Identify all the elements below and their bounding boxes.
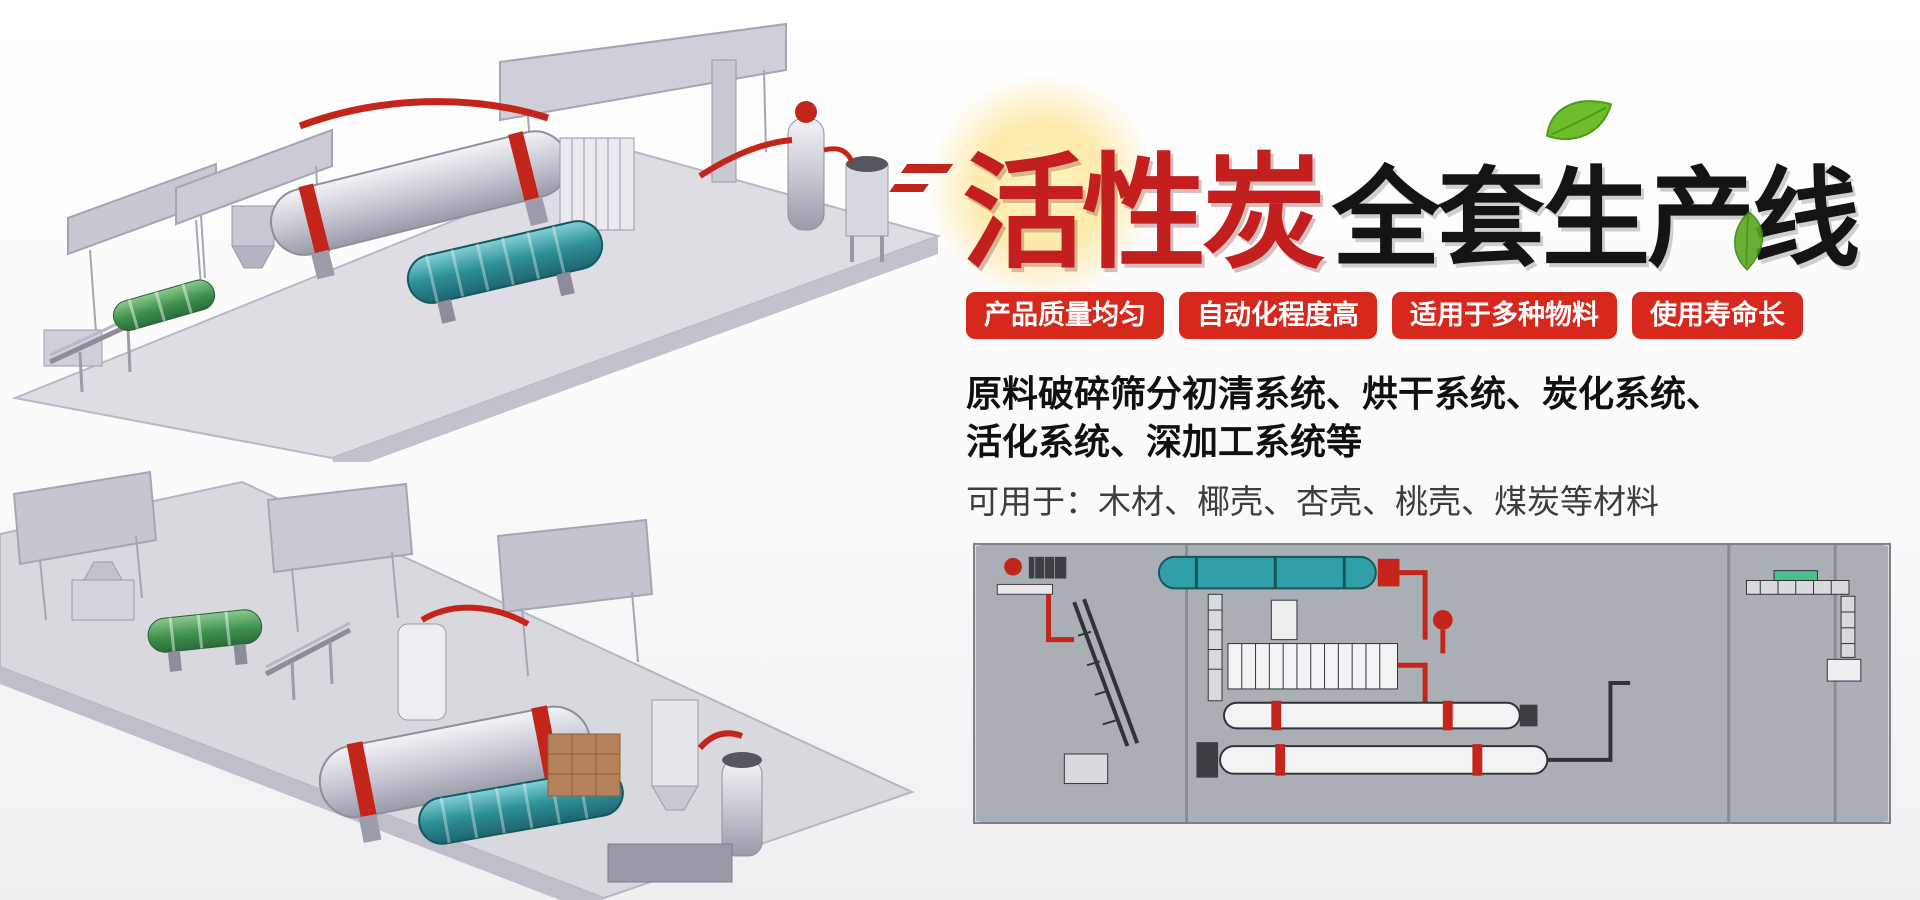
brick-furnace <box>547 733 621 797</box>
starburst-glow <box>927 72 1157 302</box>
schematic-packaging-units <box>1745 570 1862 682</box>
badge-materials: 适用于多种物料 <box>1392 292 1617 339</box>
production-line-schematic <box>979 545 1885 822</box>
feed-machine <box>71 561 135 621</box>
headline: 活性炭全套生产线 <box>889 72 1907 302</box>
schematic-feed-conveyor <box>1063 598 1140 785</box>
filter-frame <box>559 137 635 231</box>
control-station-icons <box>996 556 1075 643</box>
schematic-panel <box>973 543 1891 824</box>
leaf-icon <box>1545 100 1613 140</box>
activation-drum <box>318 705 592 843</box>
green-screen-drum <box>147 609 263 672</box>
badge-automation: 自动化程度高 <box>1179 292 1377 339</box>
schematic-elevator <box>1207 593 1223 702</box>
teal-dryer-drum <box>406 220 604 324</box>
top-production-line-illustration <box>11 22 942 462</box>
schematic-teal-drum <box>1157 555 1428 640</box>
green-screen-drum <box>112 279 216 331</box>
silo-and-tower <box>607 699 763 883</box>
speed-line-icon <box>900 164 954 173</box>
leaf-icon <box>1734 211 1764 271</box>
description-line-1: 原料破碎筛分初清系统、烘干系统、炭化系统、 <box>966 373 1723 414</box>
incline-conveyor <box>264 621 352 701</box>
title-highlight: 活性炭 <box>962 142 1326 286</box>
wall-panels <box>12 470 654 677</box>
overhead-red-pipe <box>298 98 550 130</box>
cyclone-tank <box>397 604 530 721</box>
speed-line-icon <box>889 184 929 192</box>
feature-badges: 产品质量均匀 自动化程度高 适用于多种物料 使用寿命长 <box>966 292 1803 339</box>
right-content-column: 活性炭全套生产线 产品质量均匀 自动化程度高 适用于多种物料 使用寿命长 原料破… <box>889 72 1907 520</box>
schematic-carbonizer-cylinder <box>1196 681 1631 778</box>
schematic-radiator <box>1227 643 1398 690</box>
machine-render-top <box>0 0 960 462</box>
description-line-3: 可用于：木材、椰壳、杏壳、桃壳、煤炭等材料 <box>966 483 1659 521</box>
schematic-red-pipe <box>1397 662 1428 713</box>
description-block: 原料破碎筛分初清系统、烘干系统、炭化系统、 活化系统、深加工系统等 可用于：木材… <box>966 370 1906 523</box>
feed-hopper <box>231 205 275 269</box>
carbonization-tower <box>698 59 889 262</box>
title-rest: 全套生产线 <box>1332 157 1860 282</box>
badge-lifespan: 使用寿命长 <box>1632 292 1803 339</box>
schematic-pump-tank <box>1270 599 1453 654</box>
badge-quality: 产品质量均匀 <box>966 292 1164 339</box>
description-line-2: 活化系统、深加工系统等 <box>966 420 1363 462</box>
bottom-production-line-illustration <box>0 470 915 900</box>
machine-render-bottom <box>0 462 915 900</box>
schematic-dryer-cylinder <box>1223 700 1538 731</box>
